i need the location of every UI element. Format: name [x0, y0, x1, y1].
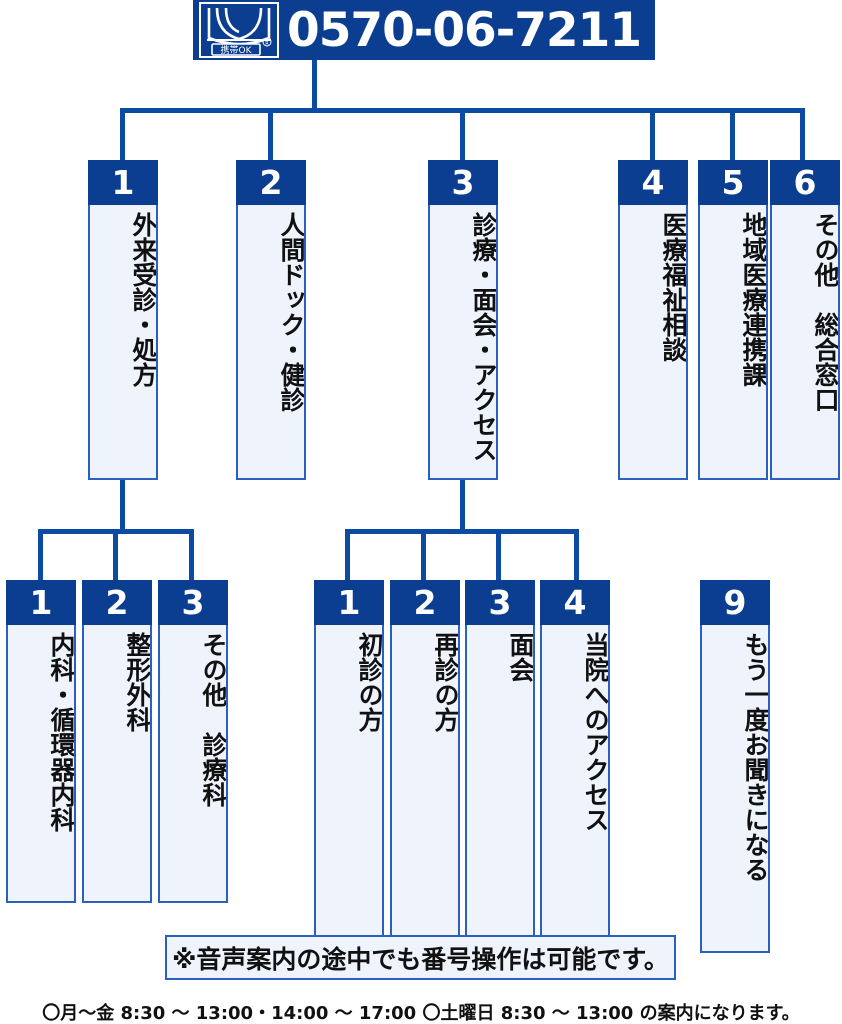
submenu-node-a-2-number: 2	[82, 580, 152, 625]
business-hours-footer: 〇月～金 8:30 ～ 13:00・14:00 ～ 17:00 〇土曜日 8:3…	[0, 999, 842, 1024]
connector-drop-a-2	[113, 529, 118, 580]
submenu-node-b-1-label: 初診の方	[355, 632, 384, 732]
menu-node-9[interactable]: 9 もう一度お聞きになる	[700, 580, 770, 953]
submenu-node-a-1-label: 内科・循環器内科	[47, 632, 76, 832]
menu-node-1-number: 1	[88, 160, 158, 205]
connector-drop-l1-4	[650, 108, 655, 160]
menu-node-4[interactable]: 4 医療福祉相談	[618, 160, 688, 480]
menu-node-5[interactable]: 5 地域医療連携課	[698, 160, 768, 480]
notice-text: ※音声案内の途中でも番号操作は可能です。	[172, 944, 669, 974]
connector-trunk-group-a	[120, 480, 125, 532]
connector-group-b-bus	[345, 529, 579, 534]
connector-drop-l1-1	[120, 108, 125, 160]
submenu-node-a-2-body: 整形外科	[82, 625, 152, 903]
menu-node-6[interactable]: 6 その他 総合窓口	[770, 160, 840, 480]
phone-number-header: 携帯OK R 0570-06-7211	[193, 0, 655, 60]
submenu-node-b-3-number: 3	[465, 580, 535, 625]
menu-node-5-body: 地域医療連携課	[698, 205, 768, 480]
submenu-node-a-2-label: 整形外科	[123, 632, 152, 732]
submenu-node-b-3-label: 面会	[506, 632, 535, 682]
menu-node-4-body: 医療福祉相談	[618, 205, 688, 480]
menu-node-3-label: 診療・面会・アクセス	[469, 212, 498, 462]
submenu-node-b-4-body: 当院へのアクセス	[540, 625, 610, 953]
menu-node-1-body: 外来受診・処方	[88, 205, 158, 480]
submenu-node-b-3-body: 面会	[465, 625, 535, 953]
menu-node-6-number: 6	[770, 160, 840, 205]
submenu-node-a-3-body: その他 診療科	[158, 625, 228, 903]
submenu-node-b-4-number: 4	[540, 580, 610, 625]
connector-drop-b-4	[574, 529, 579, 580]
connector-trunk-group-b	[460, 480, 465, 532]
submenu-node-b-2-number: 2	[390, 580, 460, 625]
menu-node-9-number: 9	[700, 580, 770, 625]
svg-text:携帯OK: 携帯OK	[221, 44, 253, 56]
connector-drop-a-1	[38, 529, 43, 580]
submenu-node-a-2[interactable]: 2 整形外科	[82, 580, 152, 903]
svg-text:R: R	[265, 41, 269, 47]
submenu-node-a-1-body: 内科・循環器内科	[6, 625, 76, 903]
connector-drop-l1-5	[730, 108, 735, 160]
menu-node-2-number: 2	[236, 160, 306, 205]
connector-drop-b-1	[345, 529, 350, 580]
menu-node-2-body: 人間ドック・健診	[236, 205, 306, 480]
menu-node-2-label: 人間ドック・健診	[277, 212, 306, 412]
connector-drop-l1-3	[460, 108, 465, 160]
menu-node-1-label: 外来受診・処方	[129, 212, 158, 387]
connector-drop-b-2	[421, 529, 426, 580]
menu-node-4-number: 4	[618, 160, 688, 205]
menu-node-9-body: もう一度お聞きになる	[700, 625, 770, 953]
menu-node-3-body: 診療・面会・アクセス	[428, 205, 498, 480]
menu-node-3[interactable]: 3 診療・面会・アクセス	[428, 160, 498, 480]
submenu-node-b-1-body: 初診の方	[314, 625, 384, 953]
business-hours-text: 〇月～金 8:30 ～ 13:00・14:00 ～ 17:00 〇土曜日 8:3…	[42, 1003, 800, 1024]
menu-node-3-number: 3	[428, 160, 498, 205]
menu-node-4-label: 医療福祉相談	[659, 212, 688, 362]
menu-node-6-body: その他 総合窓口	[770, 205, 840, 480]
menu-node-6-label: その他 総合窓口	[811, 212, 840, 412]
menu-node-1[interactable]: 1 外来受診・処方	[88, 160, 158, 480]
submenu-node-b-1-number: 1	[314, 580, 384, 625]
notice-box: ※音声案内の途中でも番号操作は可能です。	[165, 935, 676, 980]
submenu-node-a-3-number: 3	[158, 580, 228, 625]
submenu-node-b-2[interactable]: 2 再診の方	[390, 580, 460, 953]
submenu-node-a-3[interactable]: 3 その他 診療科	[158, 580, 228, 903]
submenu-node-b-2-body: 再診の方	[390, 625, 460, 953]
phone-number-text: 0570-06-7211	[287, 2, 642, 58]
connector-drop-a-3	[189, 529, 194, 580]
menu-node-2[interactable]: 2 人間ドック・健診	[236, 160, 306, 480]
connector-drop-b-3	[496, 529, 501, 580]
connector-trunk-vertical	[312, 60, 317, 110]
submenu-node-b-3[interactable]: 3 面会	[465, 580, 535, 953]
connector-drop-l1-6	[800, 108, 805, 160]
menu-node-5-number: 5	[698, 160, 768, 205]
submenu-node-a-1[interactable]: 1 内科・循環器内科	[6, 580, 76, 903]
submenu-node-b-4-label: 当院へのアクセス	[581, 632, 610, 832]
menu-node-9-label: もう一度お聞きになる	[741, 632, 770, 882]
submenu-node-b-4[interactable]: 4 当院へのアクセス	[540, 580, 610, 953]
menu-node-5-label: 地域医療連携課	[739, 212, 768, 387]
submenu-node-b-2-label: 再診の方	[431, 632, 460, 732]
navi-dial-logo-icon: 携帯OK R	[199, 2, 279, 58]
submenu-node-a-3-label: その他 診療科	[199, 632, 228, 807]
submenu-node-a-1-number: 1	[6, 580, 76, 625]
connector-drop-l1-2	[268, 108, 273, 160]
submenu-node-b-1[interactable]: 1 初診の方	[314, 580, 384, 953]
